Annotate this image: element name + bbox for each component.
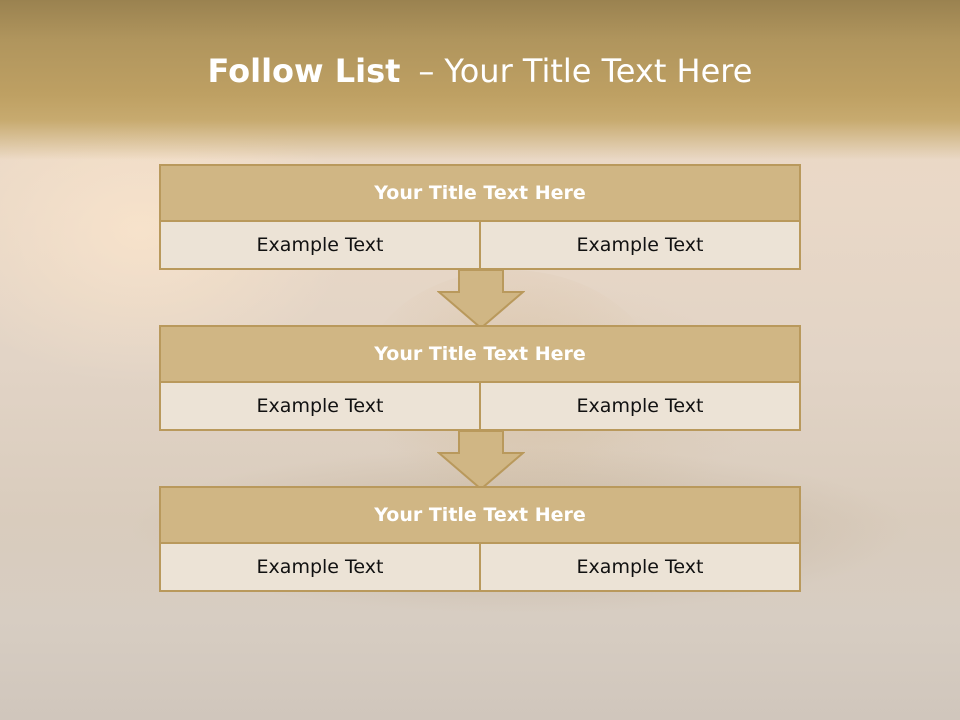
list-block-cell-right: Example Text [479,383,799,429]
list-block-cell-right: Example Text [479,544,799,590]
page-title-bold: Follow List [207,52,401,90]
list-block-row: Example Text Example Text [161,222,799,268]
page-title-separator: – [418,52,435,90]
down-arrow-icon [437,431,525,491]
header-band [0,0,960,160]
list-block-1: Your Title Text Here Example Text Exampl… [159,164,801,270]
page-title: Follow List–Your Title Text Here [0,52,960,90]
list-block-title: Your Title Text Here [161,488,799,544]
page-title-rest: Your Title Text Here [444,52,753,90]
list-block-title: Your Title Text Here [161,166,799,222]
list-block-title: Your Title Text Here [161,327,799,383]
list-block-2: Your Title Text Here Example Text Exampl… [159,325,801,431]
list-block-cell-left: Example Text [161,544,479,590]
list-block-row: Example Text Example Text [161,383,799,429]
list-block-cell-right: Example Text [479,222,799,268]
list-block-cell-left: Example Text [161,222,479,268]
list-block-3: Your Title Text Here Example Text Exampl… [159,486,801,592]
down-arrow-icon [437,270,525,330]
list-block-row: Example Text Example Text [161,544,799,590]
list-block-cell-left: Example Text [161,383,479,429]
